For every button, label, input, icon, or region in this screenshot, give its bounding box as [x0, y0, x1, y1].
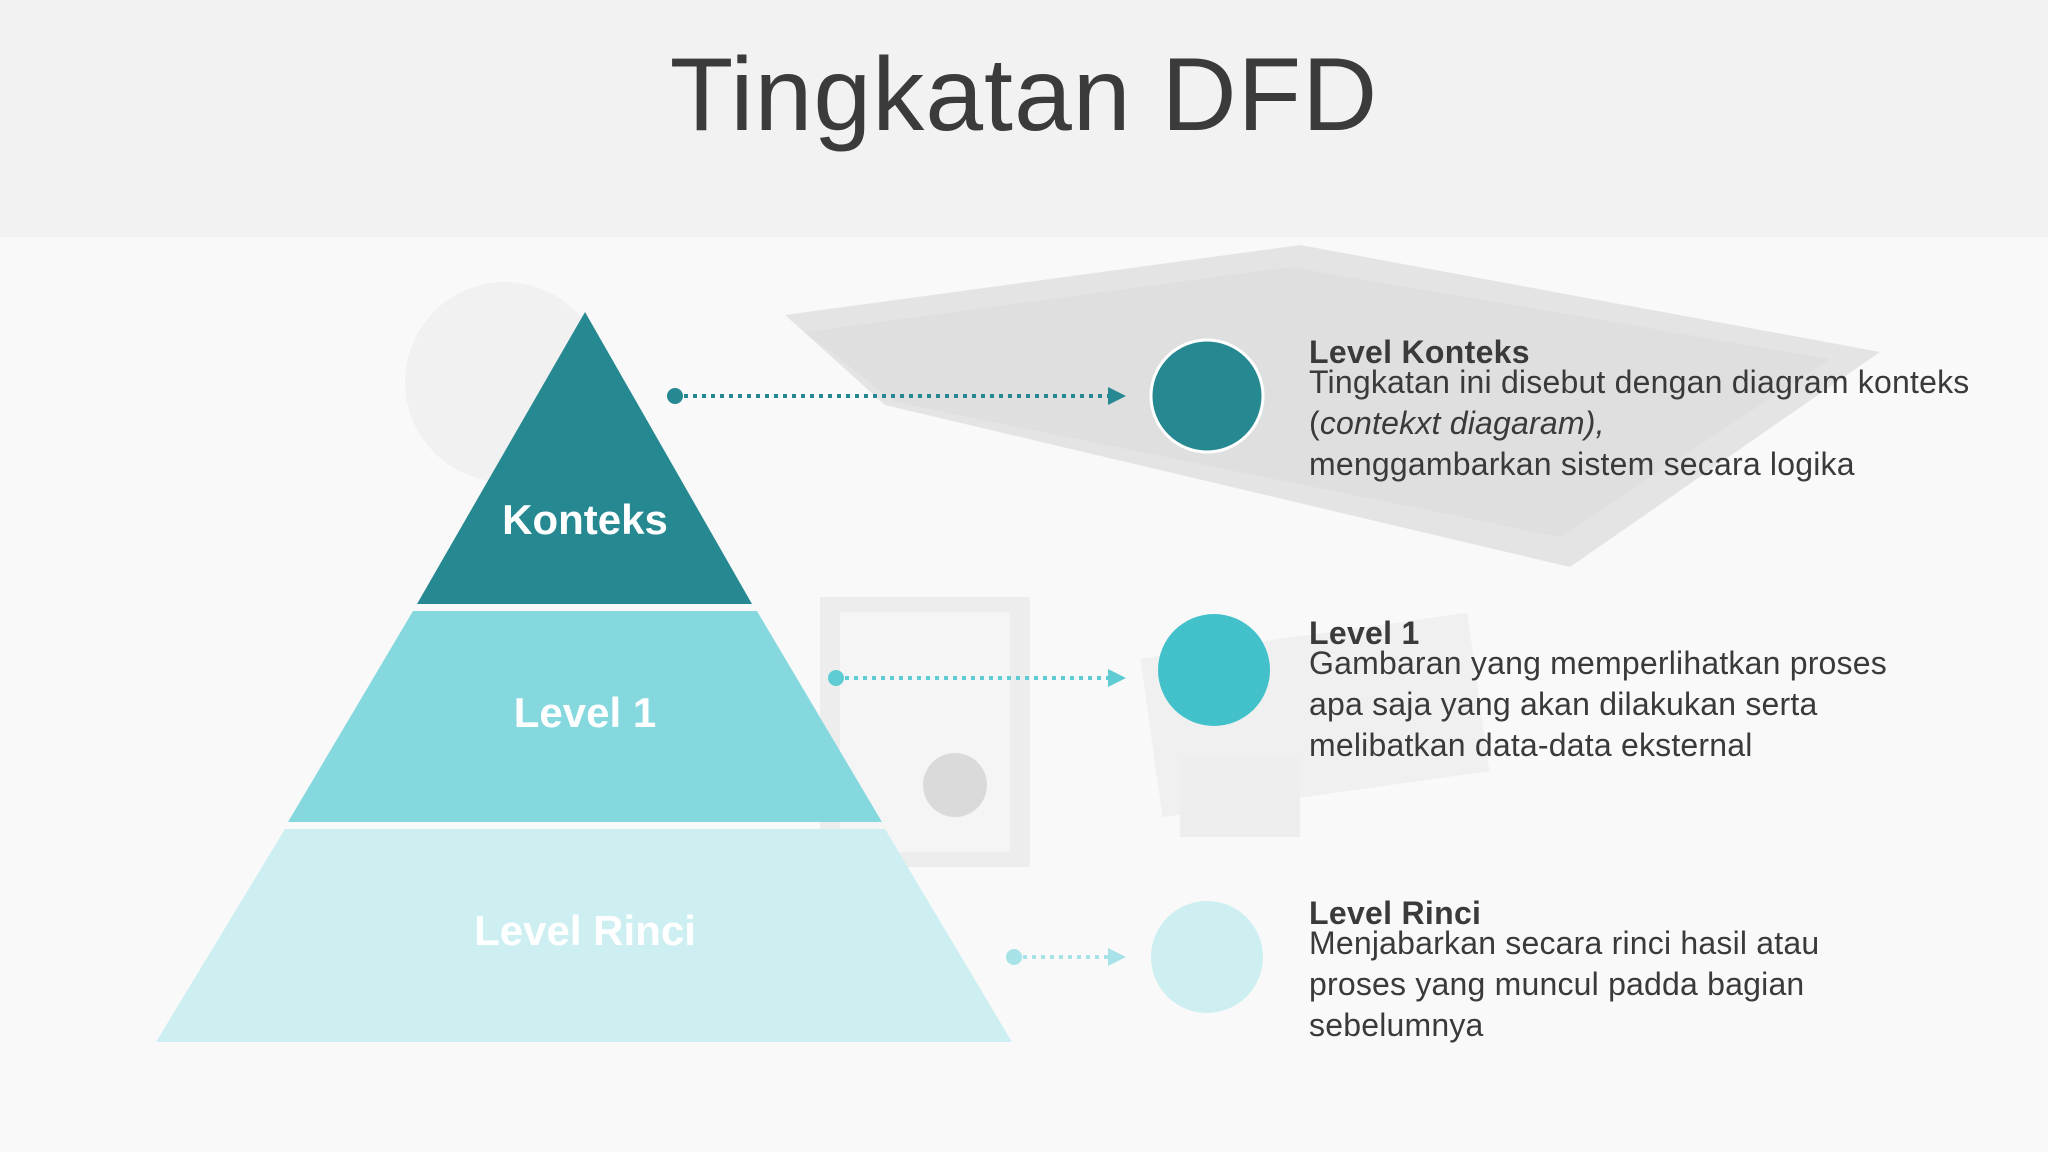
- description-title: Level Konteks: [1309, 334, 1530, 370]
- marker-circle-level-1: [1158, 614, 1270, 726]
- marker-circle-level-rinci: [1151, 901, 1263, 1013]
- description-text: Gambaran yang memperlihatkan proses apa …: [1309, 645, 1887, 763]
- description-text-part: menggambarkan sistem secara logika: [1309, 446, 1855, 482]
- pyramid-label-level-1: Level 1: [514, 689, 656, 736]
- pyramid-tier-level-1: [288, 611, 882, 822]
- description-level-rinci: Level Rinci Menjabarkan secara rinci has…: [1309, 895, 1869, 1046]
- pyramid-tier-level-rinci: [156, 829, 1012, 1042]
- description-title: Level 1: [1309, 615, 1420, 651]
- description-text-italic: contekxt diagaram),: [1319, 405, 1605, 441]
- description-level-konteks: Level Konteks Tingkatan ini disebut deng…: [1309, 334, 2029, 485]
- pyramid-label-level-rinci: Level Rinci: [474, 907, 696, 954]
- description-title: Level Rinci: [1309, 895, 1482, 931]
- description-level-1: Level 1 Gambaran yang memperlihatkan pro…: [1309, 615, 1889, 766]
- slide-title: Tingkatan DFD: [669, 37, 1379, 153]
- background-photo: [0, 237, 2048, 1152]
- description-text: Tingkatan ini disebut dengan diagram kon…: [1309, 362, 2029, 485]
- marker-circle-konteks: [1149, 338, 1265, 454]
- title-bar: [0, 0, 2048, 237]
- description-text-part: Tingkatan ini disebut dengan diagram kon…: [1309, 364, 1970, 441]
- connector-level-rinci: [1006, 948, 1126, 966]
- description-text: Menjabarkan secara rinci hasil atau pros…: [1309, 925, 1820, 1043]
- pyramid-tier-konteks: [417, 312, 752, 604]
- connector-konteks: [667, 387, 1126, 405]
- connector-level-1: [828, 669, 1126, 687]
- pyramid-label-konteks: Konteks: [502, 496, 668, 543]
